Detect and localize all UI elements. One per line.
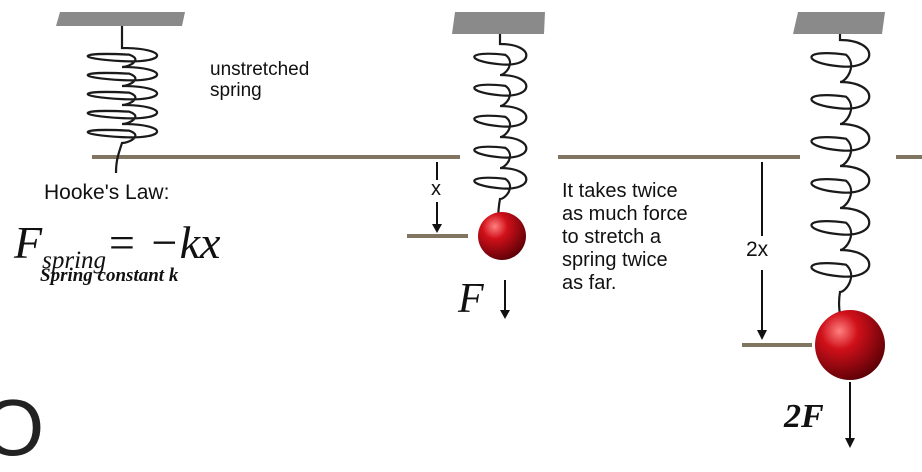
mass-ball-1 [478, 212, 526, 260]
caption-line: It takes twice [562, 180, 678, 202]
hookes-law-heading: Hooke's Law: [44, 181, 170, 204]
unstretched-spring [86, 26, 158, 174]
partial-corner-glyph: O [0, 383, 45, 472]
force-arrow-2F-head [845, 438, 855, 448]
spring-coil [810, 34, 871, 353]
formula-rhs: = −kx [106, 217, 221, 268]
x-displacement-label: x [431, 178, 441, 200]
caption-line: as much force [562, 203, 688, 225]
formula-force-symbol: F [14, 217, 43, 268]
force-arrow-F-head [500, 310, 510, 319]
spring-coil [473, 34, 528, 255]
two-x-dimension-arrowhead [757, 330, 767, 340]
caption-line: as far. [562, 272, 617, 294]
spring-constant-label: Spring constant k [40, 265, 179, 286]
stretched-spring-2x [810, 34, 871, 353]
force-F-label: F [458, 276, 484, 322]
force-2F-label: 2F [784, 398, 824, 435]
unstretched-label: unstretched spring [210, 59, 309, 101]
two-x-displacement-label: 2x [746, 238, 769, 261]
formula-subscript: spring [42, 247, 107, 274]
caption-line: spring twice [562, 249, 668, 271]
x-dimension-arrowhead [432, 224, 442, 233]
hookes-law-formula: Fspring= −kx [14, 218, 220, 286]
caption-line: to stretch a [562, 226, 661, 248]
mass-ball-2 [815, 310, 885, 380]
stretched-spring-x [473, 34, 528, 255]
ceiling-mount-3 [793, 12, 885, 34]
unstretched-label-line2: spring [210, 80, 262, 101]
hookes-law-diagram [56, 12, 922, 448]
ceiling-mount-2 [452, 12, 545, 34]
unstretched-label-line1: unstretched [210, 59, 310, 80]
ceiling-mount-1 [56, 12, 185, 26]
spring-coil [86, 26, 158, 174]
